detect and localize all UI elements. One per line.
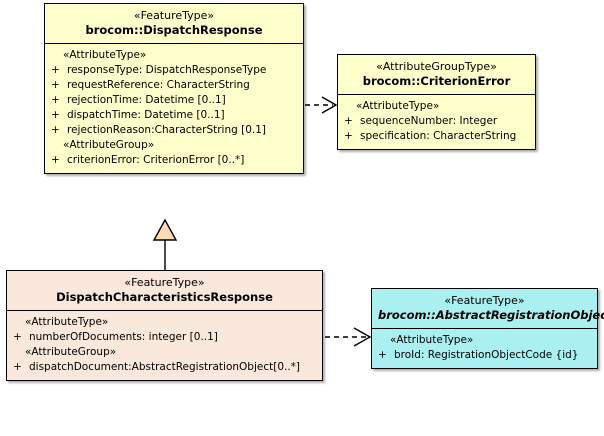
visibility-marker: + (51, 154, 60, 166)
visibility-marker: + (51, 94, 60, 106)
class-box-dispatch-characteristics-response[interactable]: «FeatureType» DispatchCharacteristicsRes… (6, 270, 323, 381)
class-header: «FeatureType» DispatchCharacteristicsRes… (7, 271, 322, 311)
visibility-marker: + (378, 349, 387, 361)
attribute-signature: rejectionReason:CharacterString [0.1] (67, 124, 267, 136)
class-title: brocom::CriterionError (362, 74, 511, 88)
visibility-marker: + (13, 361, 22, 373)
attribute-row: + broId: RegistrationObjectCode {id} (376, 348, 593, 363)
attribute-group-label: «AttributeGroup» (63, 139, 155, 151)
class-attributes-compartment: «AttributeType» + broId: RegistrationObj… (372, 329, 597, 368)
generalization-dispatchcharacteristics-dispatchresponse[interactable] (152, 218, 178, 270)
open-arrowhead-icon (321, 96, 338, 114)
visibility-marker: + (51, 79, 60, 91)
class-attributes-compartment: «AttributeType» + sequenceNumber: Intege… (338, 95, 535, 149)
class-header: «AttributeGroupType» brocom::CriterionEr… (338, 55, 535, 95)
attribute-row: + rejectionTime: Datetime [0..1] (49, 93, 299, 108)
attribute-group-label: «AttributeType» (25, 316, 109, 328)
class-stereotype: «FeatureType» (444, 294, 525, 307)
attribute-signature: responseType: DispatchResponseType (67, 64, 267, 76)
attribute-signature: criterionError: CriterionError [0..*] (67, 154, 245, 166)
visibility-marker: + (51, 64, 60, 76)
class-stereotype: «FeatureType» (133, 9, 215, 22)
class-stereotype: «AttributeGroupType» (376, 60, 497, 73)
class-title: DispatchCharacteristicsResponse (56, 290, 273, 304)
attribute-group-label: «AttributeType» (63, 49, 147, 61)
attribute-row: + rejectionReason:CharacterString [0.1] (49, 123, 299, 138)
class-attributes-compartment: «AttributeType» + numberOfDocuments: int… (7, 311, 322, 380)
dependency-dispatchcharacteristics-abstractregistrationobject[interactable] (325, 327, 372, 347)
attribute-signature: numberOfDocuments: integer [0..1] (29, 331, 218, 343)
attribute-group-label: «AttributeGroup» (25, 346, 117, 358)
class-box-criterion-error[interactable]: «AttributeGroupType» brocom::CriterionEr… (337, 54, 536, 150)
dependency-dispatchresponse-criterionerror[interactable] (305, 96, 338, 114)
class-stereotype: «FeatureType» (124, 276, 205, 289)
class-header: «FeatureType» brocom::AbstractRegistrati… (372, 289, 604, 329)
hollow-triangle-icon (152, 218, 178, 241)
visibility-marker: + (344, 115, 353, 127)
attribute-group-label: «AttributeType» (356, 100, 440, 112)
visibility-marker: + (51, 109, 60, 121)
attribute-signature: specification: CharacterString (360, 130, 517, 142)
open-arrowhead-icon (353, 327, 372, 347)
visibility-marker: + (13, 331, 22, 343)
attribute-row: + criterionError: CriterionError [0..*] (49, 153, 299, 168)
attribute-row: + sequenceNumber: Integer (342, 114, 531, 129)
class-title: brocom::AbstractRegistrationObject (378, 308, 604, 322)
attribute-signature: requestReference: CharacterString (67, 79, 250, 91)
attribute-row: + dispatchTime: Datetime [0..1] (49, 108, 299, 123)
attribute-signature: dispatchTime: Datetime [0..1] (67, 109, 225, 121)
class-title: brocom::DispatchResponse (85, 23, 263, 37)
attribute-row: + numberOfDocuments: integer [0..1] (11, 330, 318, 345)
attribute-row: + dispatchDocument:AbstractRegistrationO… (11, 360, 318, 375)
visibility-marker: + (51, 124, 60, 136)
attribute-signature: sequenceNumber: Integer (360, 115, 498, 127)
attribute-row: + specification: CharacterString (342, 129, 531, 144)
class-header: «FeatureType» brocom::DispatchResponse (45, 4, 303, 44)
attribute-signature: rejectionTime: Datetime [0..1] (67, 94, 226, 106)
visibility-marker: + (344, 130, 353, 142)
class-box-abstract-registration-object[interactable]: «FeatureType» brocom::AbstractRegistrati… (371, 288, 604, 369)
attribute-group-label: «AttributeType» (390, 334, 474, 346)
class-attributes-compartment: «AttributeType» + responseType: Dispatch… (45, 44, 303, 173)
attribute-signature: dispatchDocument:AbstractRegistrationObj… (29, 361, 301, 373)
attribute-row: + responseType: DispatchResponseType (49, 63, 299, 78)
attribute-signature: broId: RegistrationObjectCode {id} (394, 349, 579, 361)
class-box-dispatch-response[interactable]: «FeatureType» brocom::DispatchResponse «… (44, 3, 304, 174)
attribute-row: + requestReference: CharacterString (49, 78, 299, 93)
